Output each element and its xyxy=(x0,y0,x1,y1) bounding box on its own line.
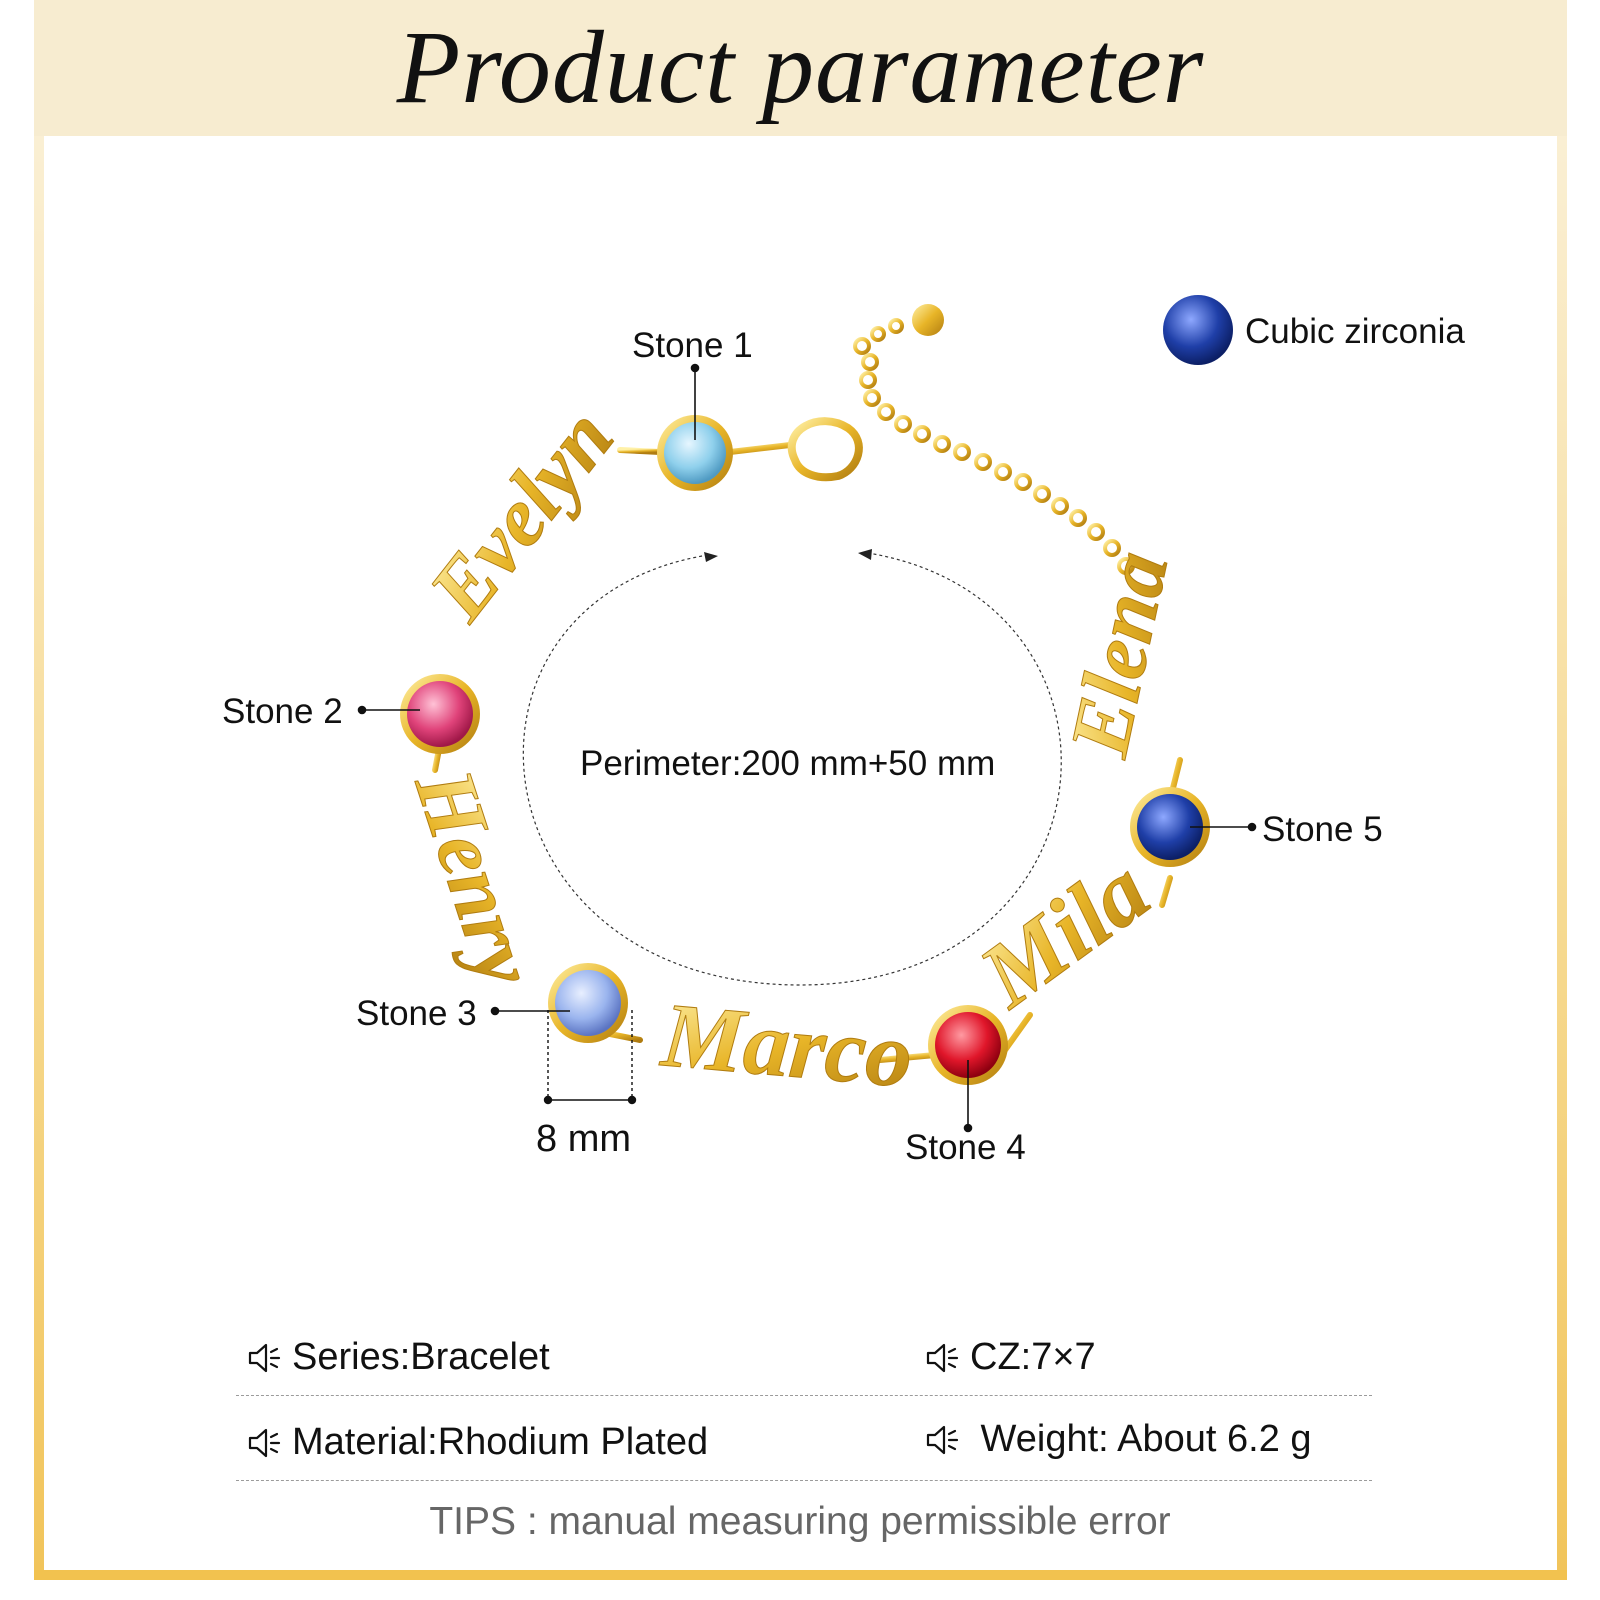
stone-4-label: Stone 4 xyxy=(905,1128,1026,1167)
stone-3-label: Stone 3 xyxy=(356,994,477,1033)
name-evelyn: Evelyn xyxy=(411,392,631,638)
stone-5-label: Stone 5 xyxy=(1262,810,1383,849)
stone-1-label: Stone 1 xyxy=(632,326,753,365)
name-marco: Marco xyxy=(656,983,916,1107)
speaker-icon xyxy=(926,1425,959,1454)
left-border xyxy=(34,0,44,1580)
right-border xyxy=(1557,0,1567,1580)
stone-2 xyxy=(407,681,473,747)
stone-1 xyxy=(664,422,726,484)
leader-lines xyxy=(357,363,1257,1133)
cubic-zirconia-icon xyxy=(1163,295,1233,365)
spec-weight-text: Weight: About 6.2 g xyxy=(970,1418,1312,1460)
name-mila: Mila xyxy=(960,838,1166,1027)
stone-2-label: Stone 2 xyxy=(222,692,343,731)
spec-weight: Weight: About 6.2 g xyxy=(922,1418,1312,1461)
legend-label: Cubic zirconia xyxy=(1245,312,1465,351)
spec-material: Material:Rhodium Plated xyxy=(244,1421,708,1464)
arrow-left-head xyxy=(704,552,718,562)
stone-4 xyxy=(935,1012,1001,1078)
stone-3 xyxy=(555,970,621,1036)
spec-material-text: Material:Rhodium Plated xyxy=(292,1421,709,1463)
dimension-label: 8 mm xyxy=(536,1118,631,1160)
perimeter-label: Perimeter:200 mm+50 mm xyxy=(580,744,996,783)
spec-cz: CZ:7×7 xyxy=(922,1336,1096,1379)
arrow-right-head xyxy=(858,549,872,560)
page-title: Product parameter xyxy=(396,10,1205,125)
end-charm xyxy=(912,304,944,336)
tips-note: TIPS : manual measuring permissible erro… xyxy=(429,1500,1171,1543)
divider-2 xyxy=(236,1480,1372,1481)
lobster-clasp xyxy=(787,417,863,482)
spec-series-text: Series:Bracelet xyxy=(292,1336,550,1378)
spec-series: Series:Bracelet xyxy=(244,1336,550,1379)
spec-cz-text: CZ:7×7 xyxy=(970,1336,1096,1378)
stone-5 xyxy=(1137,794,1203,860)
speaker-icon xyxy=(248,1343,281,1372)
speaker-icon xyxy=(926,1343,959,1372)
header-banner: Product parameter xyxy=(34,0,1567,136)
extension-chain xyxy=(853,318,1135,575)
name-elena: Elena xyxy=(1052,544,1186,765)
bottom-border xyxy=(34,1570,1567,1580)
speaker-icon xyxy=(248,1428,281,1457)
name-henry: Henry xyxy=(397,758,554,997)
dimension-marker xyxy=(543,1010,637,1105)
divider-1 xyxy=(236,1395,1372,1396)
stones xyxy=(400,415,1210,1085)
